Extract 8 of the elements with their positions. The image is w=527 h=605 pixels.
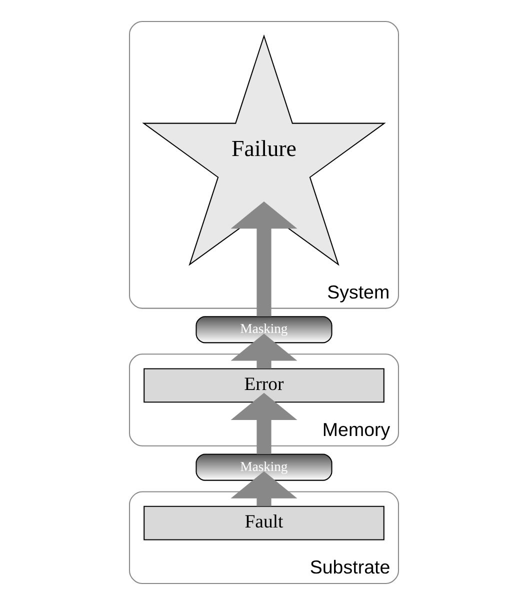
node-box: Error	[143, 368, 384, 403]
arrow	[230, 334, 297, 369]
arrow	[230, 471, 297, 506]
arrow	[230, 392, 297, 454]
node-box: Masking	[195, 316, 332, 344]
arrow	[230, 201, 297, 316]
node-box: Fault	[143, 506, 384, 540]
node-box: Masking	[195, 454, 332, 481]
